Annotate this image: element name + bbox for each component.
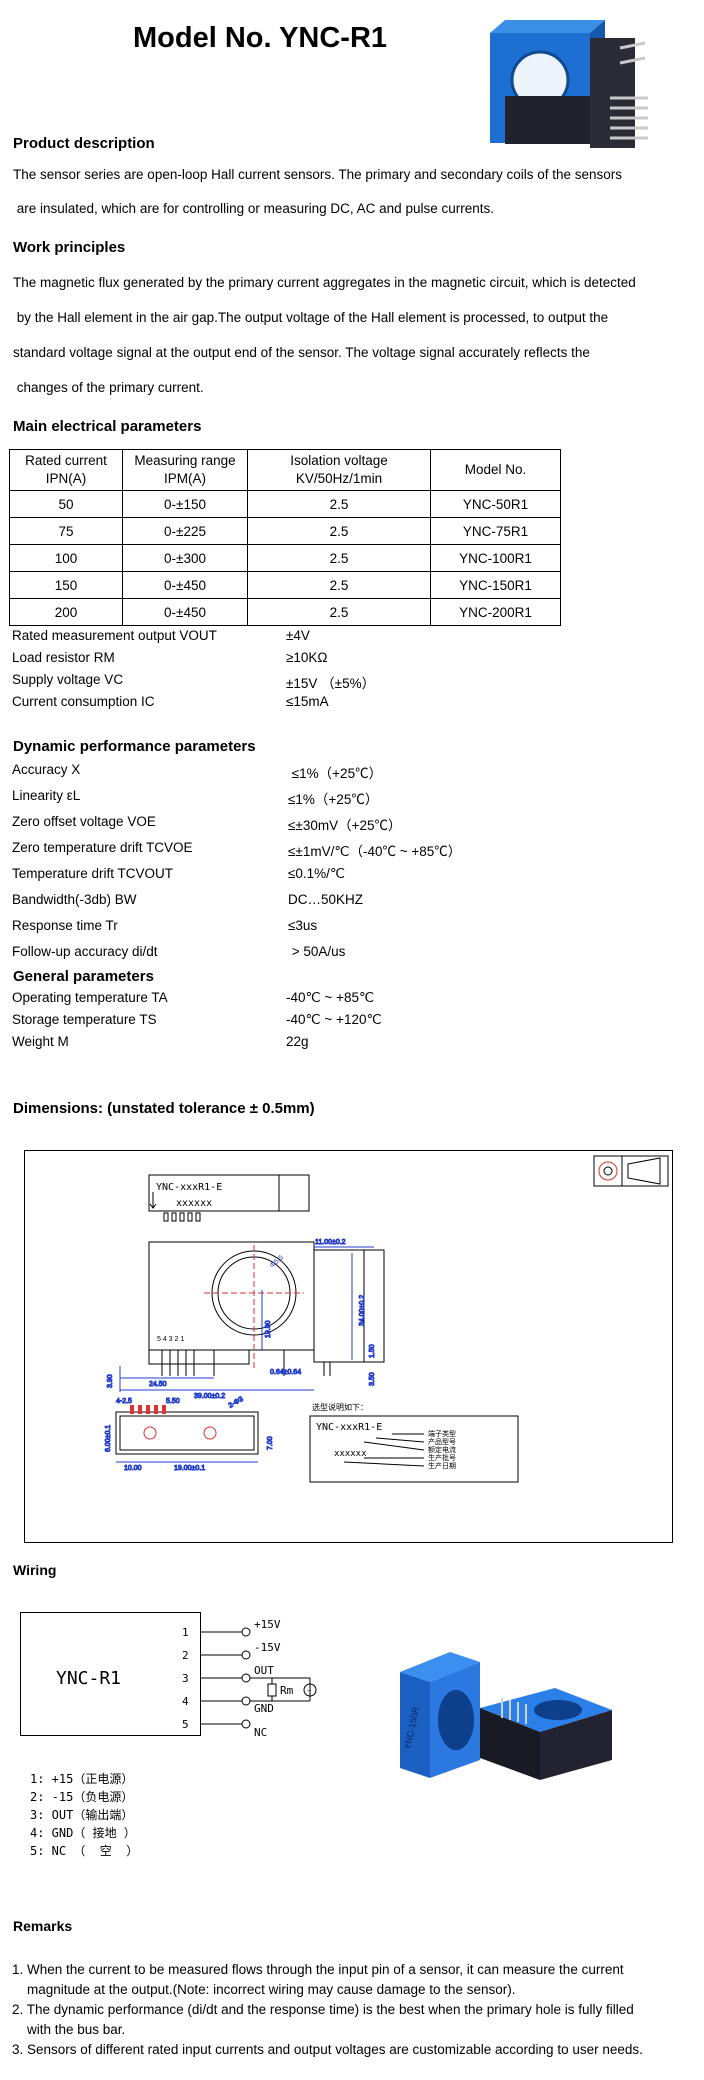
- work-principles-line: by the Hall element in the air gap.The o…: [13, 310, 609, 325]
- svg-text:11.00±0.2: 11.00±0.2: [315, 1239, 346, 1246]
- col-header: Model No.: [430, 449, 561, 491]
- svg-text:NC: NC: [254, 1726, 267, 1739]
- svg-text:1.50: 1.50: [369, 1344, 376, 1358]
- svg-text:6.00±0.1: 6.00±0.1: [105, 1425, 112, 1452]
- label-batch: xxxxxx: [176, 1198, 212, 1209]
- svg-text:-15V: -15V: [254, 1641, 281, 1654]
- svg-text:4-2.5: 4-2.5: [116, 1398, 132, 1405]
- remarks-list: 1. When the current to be measured flows…: [12, 1940, 643, 2080]
- svg-text:19.90: 19.90: [265, 1320, 272, 1338]
- remark-item: 2. The dynamic performance (di/dt and th…: [12, 2002, 634, 2017]
- label-code: YNC-xxxR1-E: [156, 1182, 222, 1193]
- wiring-model: YNC-R1: [56, 1668, 121, 1689]
- meter-icon: ~: [307, 1688, 311, 1695]
- svg-text:34.00±0.2: 34.00±0.2: [359, 1295, 366, 1326]
- dimension-drawing: YNC-xxxR1-E xxxxxx Φ5.5 5 4 3 2 1 3.90 2…: [24, 1150, 673, 1543]
- remark-item: with the bus bar.: [12, 2022, 126, 2037]
- sensor-product-image: [490, 20, 648, 148]
- svg-text:4: 4: [182, 1695, 189, 1708]
- svg-text:生产批号: 生产批号: [428, 1453, 456, 1462]
- svg-text:5.50: 5.50: [166, 1398, 180, 1405]
- svg-text:0.64±0.64: 0.64±0.64: [270, 1369, 301, 1376]
- svg-text:端子类型: 端子类型: [428, 1429, 456, 1438]
- svg-text:产品型号: 产品型号: [428, 1437, 456, 1446]
- svg-text:+15V: +15V: [254, 1618, 281, 1631]
- wiring-diagram: YNC-R1 1 2 3 4 5 ~ +15V -15V OUT GND NC …: [20, 1612, 317, 1739]
- product-description-line: The sensor series are open-loop Hall cur…: [13, 167, 623, 182]
- general-heading: General parameters: [13, 968, 154, 985]
- dimensions-heading: Dimensions: (unstated tolerance ± 0.5mm): [13, 1100, 315, 1117]
- svg-text:19.00±0.1: 19.00±0.1: [174, 1465, 205, 1472]
- projection-symbol-icon: [593, 1155, 669, 1187]
- svg-text:额定电流: 额定电流: [428, 1445, 456, 1454]
- product-description-heading: Product description: [13, 135, 155, 152]
- page-title: Model No. YNC-R1: [133, 22, 388, 54]
- svg-text:Rm: Rm: [280, 1684, 294, 1697]
- legend-code: YNC-xxxR1-E: [316, 1422, 382, 1433]
- product-description-line: are insulated, which are for controlling…: [13, 201, 494, 216]
- legend-title: 选型说明如下：: [312, 1402, 368, 1412]
- sensor-photo: YNC-150R: [400, 1652, 612, 1780]
- svg-text:5 4 3 2 1: 5 4 3 2 1: [157, 1336, 184, 1343]
- svg-text:2: 2: [182, 1649, 189, 1662]
- work-principles-line: changes of the primary current.: [13, 380, 204, 395]
- remark-item: magnitude at the output.(Note: incorrect…: [12, 1982, 516, 1997]
- svg-text:3: 3: [182, 1672, 189, 1685]
- wiring-legend: 1: +15（正电源）2: -15（负电源）3: OUT（输出端）4: GND（…: [30, 1772, 139, 1858]
- svg-text:7.00: 7.00: [267, 1436, 274, 1450]
- work-principles-line: The magnetic flux generated by the prima…: [13, 275, 636, 290]
- svg-text:1: 1: [182, 1626, 189, 1639]
- svg-text:39.00±0.2: 39.00±0.2: [194, 1393, 225, 1400]
- svg-text:3.50: 3.50: [369, 1372, 376, 1386]
- remark-item: 1. When the current to be measured flows…: [12, 1962, 624, 1977]
- svg-text:OUT: OUT: [254, 1664, 274, 1677]
- svg-text:24.50: 24.50: [149, 1381, 167, 1388]
- remarks-heading: Remarks: [13, 1918, 73, 1934]
- wiring-heading: Wiring: [13, 1562, 57, 1578]
- svg-text:生产日期: 生产日期: [428, 1461, 456, 1470]
- svg-text:5: 5: [182, 1718, 189, 1731]
- legend-code-batch: xxxxxx: [334, 1449, 367, 1459]
- main-params-heading: Main electrical parameters: [13, 418, 202, 435]
- work-principles-heading: Work principles: [13, 239, 126, 256]
- svg-text:GND: GND: [254, 1702, 274, 1715]
- work-principles-line: standard voltage signal at the output en…: [13, 345, 590, 360]
- remark-item: 3. Sensors of different rated input curr…: [12, 2042, 643, 2057]
- svg-text:10.00: 10.00: [124, 1465, 142, 1472]
- svg-text:3.90: 3.90: [107, 1374, 114, 1388]
- dynamic-heading: Dynamic performance parameters: [13, 738, 256, 755]
